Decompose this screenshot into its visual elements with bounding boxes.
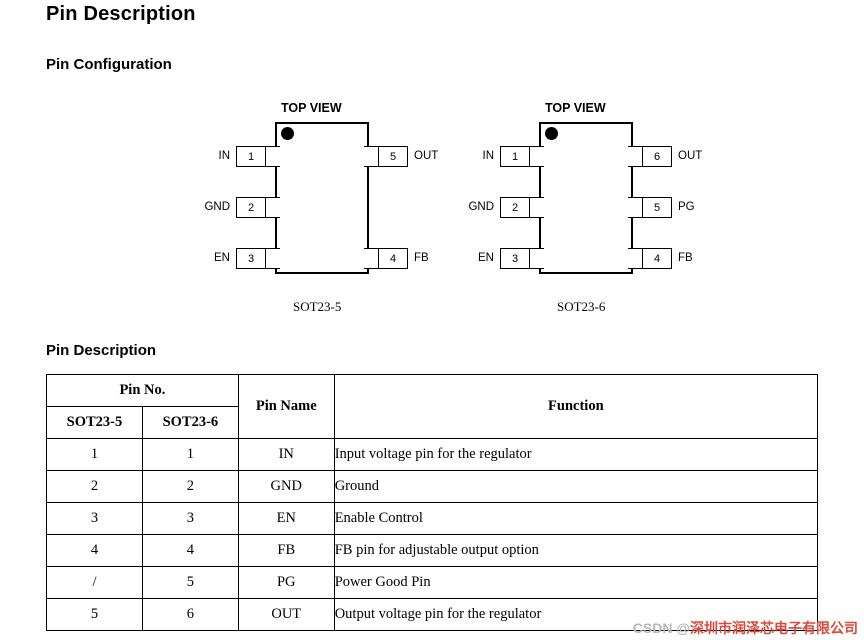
table-row: 4 4 FB FB pin for adjustable output opti…	[46, 534, 819, 567]
table-row: 1 1 IN Input voltage pin for the regulat…	[46, 438, 819, 471]
cell-sot23-6: 5	[141, 566, 239, 599]
cell-sot23-6: 2	[141, 470, 239, 503]
section-heading-pin-configuration: Pin Configuration	[46, 56, 172, 73]
package-body-sot23-5	[275, 122, 369, 274]
cell-function: Enable Control	[333, 502, 819, 535]
pin-label-right-4-sot23-6: FB	[678, 252, 693, 264]
pin-label-left-2-sot23-5: GND	[204, 201, 230, 213]
cell-sot23-6: 4	[141, 534, 239, 567]
pin-number-left-1-sot23-6: 1	[500, 146, 530, 167]
pin-label-left-3-sot23-6: EN	[478, 252, 494, 264]
cell-pin-name: PG	[237, 566, 335, 599]
table-header-row-1: Pin No. Pin Name Function	[46, 374, 819, 439]
cell-sot23-6: 6	[141, 598, 239, 631]
table-row: / 5 PG Power Good Pin	[46, 566, 819, 599]
package-body-sot23-6	[539, 122, 633, 274]
pin-number-right-4-sot23-5: 4	[378, 248, 408, 269]
cell-function: FB pin for adjustable output option	[333, 534, 819, 567]
pin-number-left-1-sot23-5: 1	[236, 146, 266, 167]
page-title: Pin Description	[46, 3, 196, 25]
watermark-prefix: CSDN @	[632, 620, 690, 636]
cell-function: Output voltage pin for the regulator	[333, 598, 819, 631]
cell-function: Power Good Pin	[333, 566, 819, 599]
cell-pin-name: EN	[237, 502, 335, 535]
pin-number-left-2-sot23-5: 2	[236, 197, 266, 218]
pin-label-right-5-sot23-6: PG	[678, 201, 695, 213]
pin-label-right-4-sot23-5: FB	[414, 252, 429, 264]
pin-label-left-1-sot23-5: IN	[218, 150, 231, 162]
section-heading-pin-description: Pin Description	[46, 342, 157, 359]
cell-sot23-6: 1	[141, 438, 239, 471]
cell-sot23-5: 3	[46, 502, 143, 535]
pin-label-left-2-sot23-6: GND	[468, 201, 494, 213]
pin-number-left-2-sot23-6: 2	[500, 197, 530, 218]
package-caption-sot23-6: SOT23-6	[557, 299, 606, 314]
pin-number-right-5-sot23-5: 5	[378, 146, 408, 167]
watermark-text: 深圳市润泽芯电子有限公司	[690, 620, 858, 636]
header-pin-no: Pin No.	[46, 374, 239, 407]
top-view-label-sot23-5: TOP VIEW	[281, 101, 342, 115]
cell-sot23-5: 1	[46, 438, 143, 471]
top-view-label-sot23-6: TOP VIEW	[545, 101, 606, 115]
cell-pin-name: OUT	[237, 598, 335, 631]
table-row: 5 6 OUT Output voltage pin for the regul…	[46, 598, 819, 631]
header-function: Function	[333, 374, 819, 439]
cell-sot23-5: 2	[46, 470, 143, 503]
pin-label-right-6-sot23-6: OUT	[678, 150, 703, 162]
cell-sot23-5: /	[46, 566, 143, 599]
header-sot23-6: SOT23-6	[141, 406, 239, 439]
pin-number-right-5-sot23-6: 5	[642, 197, 672, 218]
watermark: CSDN @深圳市润泽芯电子有限公司	[633, 618, 858, 638]
cell-function: Ground	[333, 470, 819, 503]
pin-number-left-3-sot23-5: 3	[236, 248, 266, 269]
pin-label-left-3-sot23-5: EN	[214, 252, 230, 264]
pin-number-right-4-sot23-6: 4	[642, 248, 672, 269]
package-caption-sot23-5: SOT23-5	[293, 299, 342, 314]
cell-sot23-5: 4	[46, 534, 143, 567]
cell-pin-name: IN	[237, 438, 335, 471]
cell-sot23-5: 5	[46, 598, 143, 631]
pin-number-right-6-sot23-6: 6	[642, 146, 672, 167]
cell-function: Input voltage pin for the regulator	[333, 438, 819, 471]
pin-number-left-3-sot23-6: 3	[500, 248, 530, 269]
table-row: 2 2 GND Ground	[46, 470, 819, 503]
table-header-row-2: SOT23-5 SOT23-6	[46, 406, 818, 439]
cell-pin-name: GND	[237, 470, 335, 503]
cell-pin-name: FB	[237, 534, 335, 567]
header-sot23-5: SOT23-5	[46, 406, 143, 439]
pin1-dot-icon-sot23-5	[281, 127, 294, 140]
header-pin-name: Pin Name	[237, 374, 335, 439]
pin-description-table: Pin No. Pin Name Function SOT23-5 SOT23-…	[46, 374, 819, 631]
table-row: 3 3 EN Enable Control	[46, 502, 819, 535]
pin1-dot-icon-sot23-6	[545, 127, 558, 140]
pin-label-left-1-sot23-6: IN	[482, 150, 495, 162]
cell-sot23-6: 3	[141, 502, 239, 535]
pin-label-right-5-sot23-5: OUT	[414, 150, 439, 162]
